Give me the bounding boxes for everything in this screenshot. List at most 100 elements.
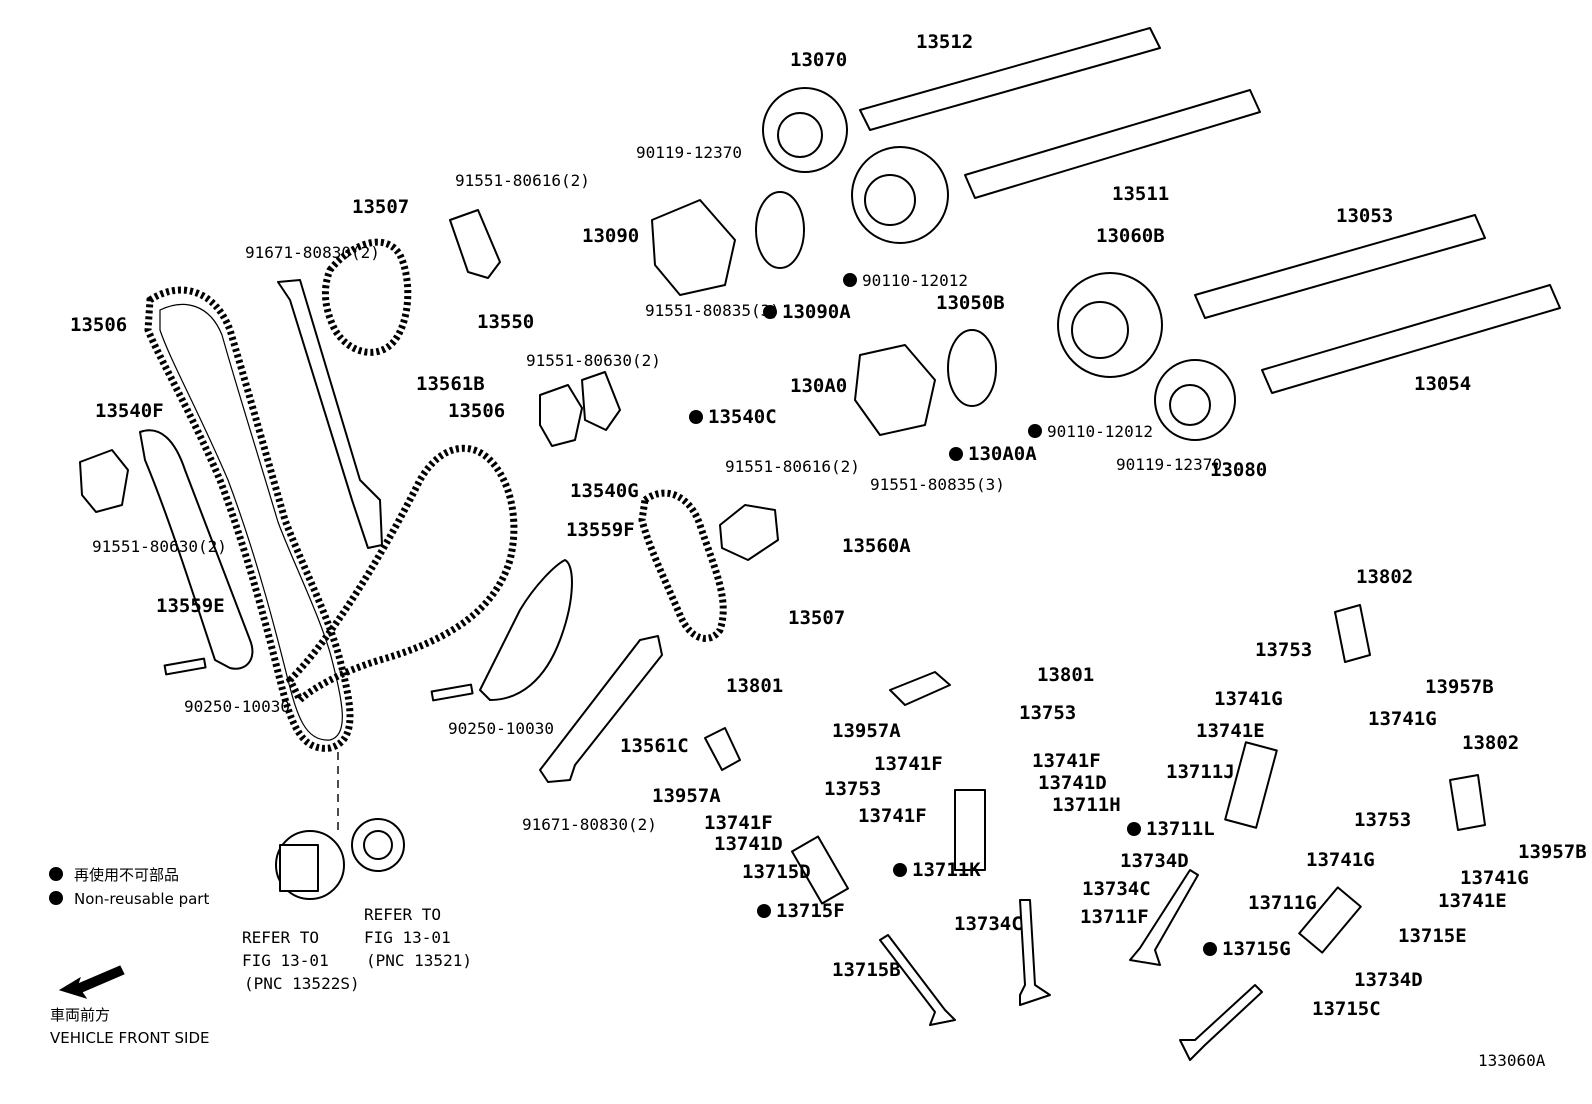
part-label-130a0[interactable]: 130A0 — [790, 375, 847, 397]
part-label-13506[interactable]: 13506 — [70, 314, 127, 336]
part-label-13540g[interactable]: 13540G — [570, 480, 639, 502]
pin-90250-a[interactable] — [163, 657, 207, 676]
chain-slipper-13559E[interactable] — [139, 429, 254, 670]
part-label-13801[interactable]: 13801 — [726, 675, 783, 697]
valve-13711F[interactable] — [1019, 899, 1051, 1006]
chain-guide-13561B[interactable] — [277, 279, 383, 549]
rocker-arm-13802-b[interactable] — [1449, 774, 1486, 831]
chain-guide-13561C[interactable] — [539, 635, 663, 783]
tensioner-plate-13540C[interactable] — [581, 371, 621, 431]
cam-timing-gear-13050B[interactable] — [851, 146, 949, 244]
rocker-arm-13801-b[interactable] — [704, 727, 741, 771]
timing-chain-13506-secondary[interactable] — [285, 444, 518, 706]
crank-sprocket-13522S[interactable] — [275, 830, 345, 900]
o-ring-130A0A[interactable] — [947, 329, 997, 407]
part-label-13753[interactable]: 13753 — [824, 778, 881, 800]
part-label-13753[interactable]: 13753 — [1255, 639, 1312, 661]
part-label-91551-80630(2)[interactable]: 91551-80630(2) — [526, 351, 661, 370]
part-label-13957a[interactable]: 13957A — [832, 720, 901, 742]
part-label-13715b[interactable]: 13715B — [832, 959, 901, 981]
part-label-91551-80616(2)[interactable]: 91551-80616(2) — [725, 457, 860, 476]
part-label-13550[interactable]: 13550 — [477, 311, 534, 333]
valve-spring-13715D[interactable] — [791, 835, 849, 905]
camshaft-13053[interactable] — [1194, 214, 1486, 319]
timing-chain-13506-main[interactable] — [144, 286, 354, 752]
camshaft-13512[interactable] — [859, 27, 1161, 131]
cam-timing-gear-13060B[interactable] — [1057, 272, 1163, 378]
part-label-13559e[interactable]: 13559E — [156, 595, 225, 617]
part-label-13711j[interactable]: 13711J — [1166, 761, 1235, 783]
valve-13715C[interactable] — [1179, 984, 1263, 1061]
part-label-13741g[interactable]: 13741G — [1460, 867, 1529, 889]
part-label-13734d[interactable]: 13734D — [1120, 850, 1189, 872]
tensioner-13550[interactable] — [449, 209, 501, 279]
part-label-13741e[interactable]: 13741E — [1196, 720, 1265, 742]
part-label-13741g[interactable]: 13741G — [1306, 849, 1375, 871]
part-label-13080[interactable]: 13080 — [1210, 459, 1267, 481]
valve-13715B[interactable] — [879, 934, 956, 1026]
part-label-13715d[interactable]: 13715D — [742, 861, 811, 883]
rocker-arm-13802-a[interactable] — [1334, 604, 1371, 663]
part-label-13715f[interactable]: 13715F — [757, 900, 845, 922]
timing-chain-13507-upper[interactable] — [322, 238, 412, 356]
part-label-90110-12012[interactable]: 90110-12012 — [843, 271, 968, 290]
part-label-13711f[interactable]: 13711F — [1080, 906, 1149, 928]
oil-control-valve-130A0[interactable] — [854, 344, 936, 436]
part-label-13507[interactable]: 13507 — [788, 607, 845, 629]
o-ring-13090A[interactable] — [755, 191, 805, 269]
part-label-91551-80616(2)[interactable]: 91551-80616(2) — [455, 171, 590, 190]
part-label-13741f[interactable]: 13741F — [1032, 750, 1101, 772]
part-label-13711k[interactable]: 13711K — [893, 859, 981, 881]
part-label-13561c[interactable]: 13561C — [620, 735, 689, 757]
part-label-90110-12012[interactable]: 90110-12012 — [1028, 422, 1153, 441]
part-label-13540f[interactable]: 13540F — [95, 400, 164, 422]
cam-timing-gear-13070[interactable] — [762, 87, 848, 173]
part-label-13561b[interactable]: 13561B — [416, 373, 485, 395]
part-label-90250-10030[interactable]: 90250-10030 — [184, 697, 290, 716]
camshaft-13054[interactable] — [1261, 284, 1561, 394]
tensioner-13540G[interactable] — [539, 384, 583, 447]
part-label-13506[interactable]: 13506 — [448, 400, 505, 422]
part-label-13060b[interactable]: 13060B — [1096, 225, 1165, 247]
part-label-91551-80630(2)[interactable]: 91551-80630(2) — [92, 537, 227, 556]
part-label-90119-12370[interactable]: 90119-12370 — [1116, 455, 1222, 474]
part-label-13957b[interactable]: 13957B — [1518, 841, 1587, 863]
part-label-13711l[interactable]: 13711L — [1127, 818, 1215, 840]
part-label-13090[interactable]: 13090 — [582, 225, 639, 247]
part-label-13070[interactable]: 13070 — [790, 49, 847, 71]
part-label-13715e[interactable]: 13715E — [1398, 925, 1467, 947]
part-label-13559f[interactable]: 13559F — [566, 519, 635, 541]
part-label-13741g[interactable]: 13741G — [1368, 708, 1437, 730]
refer-note-13521[interactable]: REFER TO FIG 13-01 (PNC 13521) — [364, 905, 472, 970]
part-label-91551-80835(3)[interactable]: 91551-80835(3) — [645, 301, 780, 320]
part-label-13802[interactable]: 13802 — [1462, 732, 1519, 754]
part-label-13715g[interactable]: 13715G — [1203, 938, 1291, 960]
part-label-13801[interactable]: 13801 — [1037, 664, 1094, 686]
part-label-90250-10030[interactable]: 90250-10030 — [448, 719, 554, 738]
part-label-13753[interactable]: 13753 — [1019, 702, 1076, 724]
part-label-13741f[interactable]: 13741F — [858, 805, 927, 827]
chain-slipper-13559F[interactable] — [479, 559, 573, 701]
valve-spring-13711H[interactable] — [954, 789, 986, 871]
part-label-91671-80830(2)[interactable]: 91671-80830(2) — [522, 815, 657, 834]
valve-spring-13711J[interactable] — [1224, 741, 1278, 829]
part-label-13741g[interactable]: 13741G — [1214, 688, 1283, 710]
part-label-13511[interactable]: 13511 — [1112, 183, 1169, 205]
part-label-13711g[interactable]: 13711G — [1248, 892, 1317, 914]
part-label-91671-80830(2)[interactable]: 91671-80830(2) — [245, 243, 380, 262]
rocker-arm-13801-a[interactable] — [889, 671, 951, 706]
refer-note-13522S[interactable]: REFER TO FIG 13-01 (PNC 13522S) — [242, 928, 360, 993]
part-label-13741d[interactable]: 13741D — [1038, 772, 1107, 794]
camshaft-13511[interactable] — [964, 89, 1261, 199]
part-label-13540c[interactable]: 13540C — [689, 406, 777, 428]
valve-13711G[interactable] — [1129, 869, 1199, 966]
part-label-91551-80835(3)[interactable]: 91551-80835(3) — [870, 475, 1005, 494]
part-label-13957b[interactable]: 13957B — [1425, 676, 1494, 698]
part-label-13053[interactable]: 13053 — [1336, 205, 1393, 227]
part-label-90119-12370[interactable]: 90119-12370 — [636, 143, 742, 162]
valve-spring-13715E[interactable] — [1298, 886, 1362, 954]
part-label-13734d[interactable]: 13734D — [1354, 969, 1423, 991]
part-label-13734c[interactable]: 13734C — [954, 913, 1023, 935]
timing-chain-13507-lower[interactable] — [638, 489, 727, 642]
tensioner-13560A[interactable] — [719, 504, 779, 561]
